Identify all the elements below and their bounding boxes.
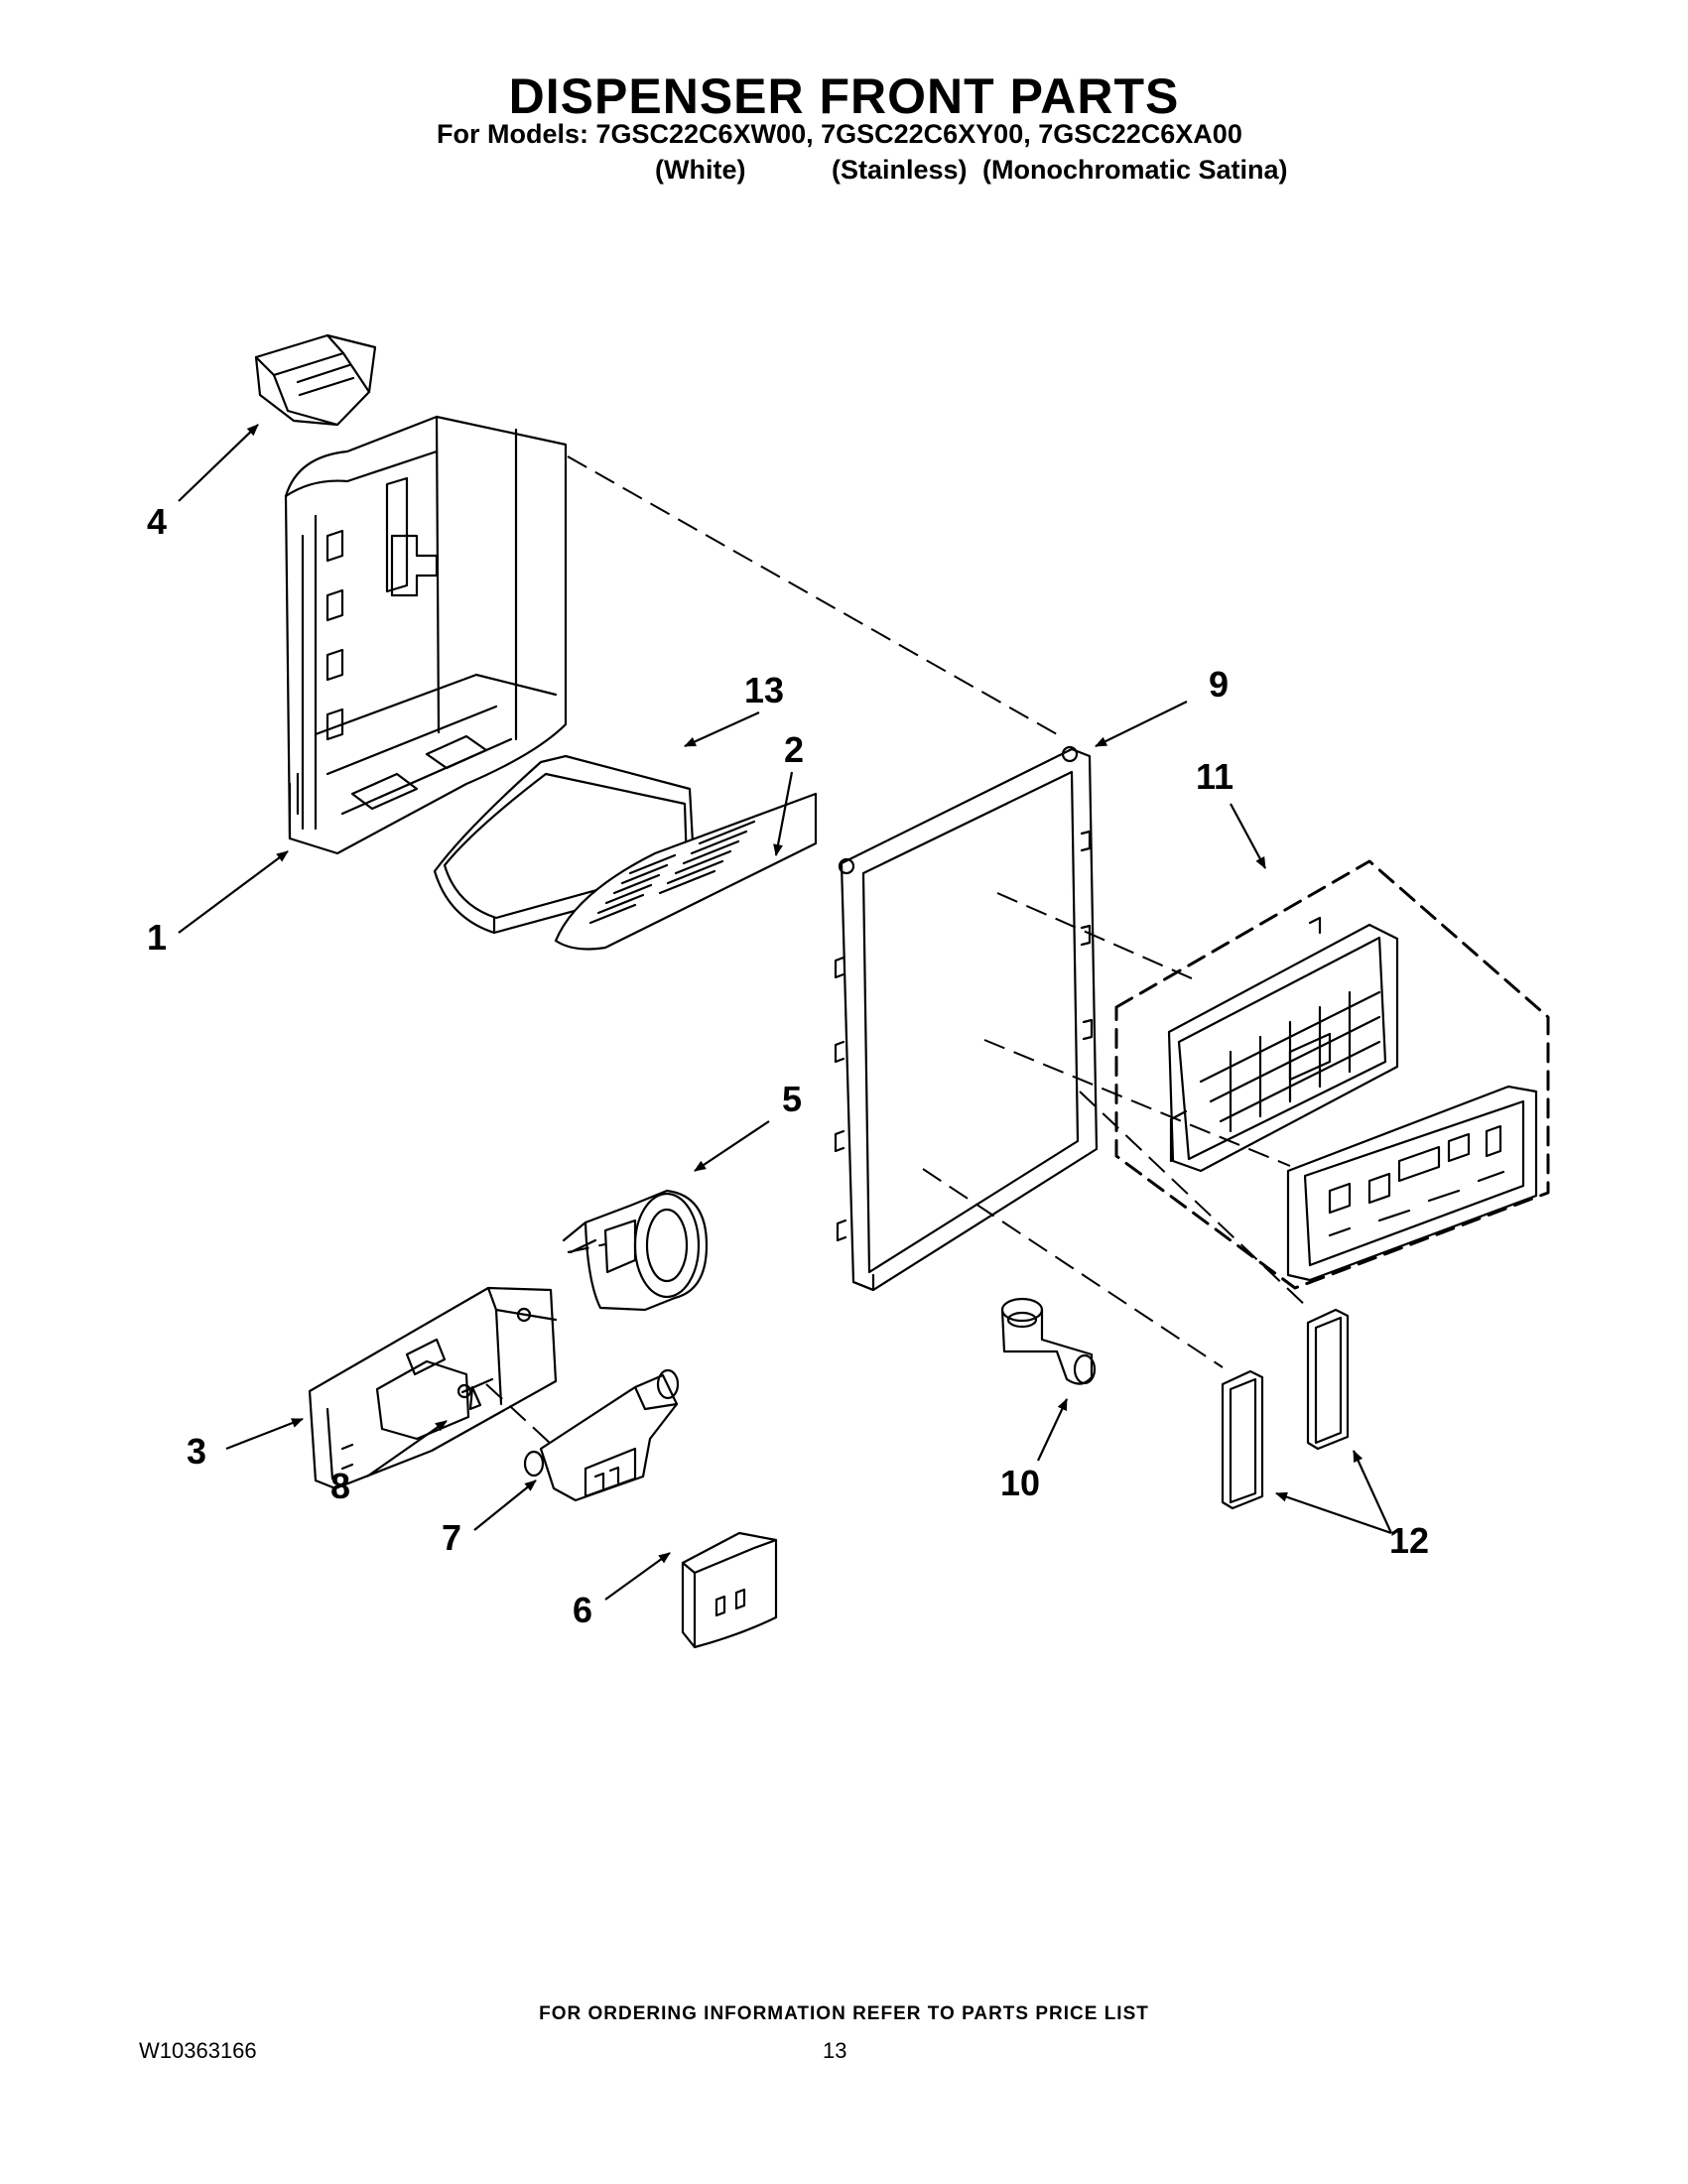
part-3-actuator-housing — [308, 1286, 558, 1490]
callout-3: 3 — [187, 1431, 206, 1472]
callout-1: 1 — [147, 917, 167, 958]
variant-white: (White) — [655, 155, 746, 185]
callout-7: 7 — [442, 1517, 461, 1558]
part-6-button-pad — [681, 1531, 778, 1649]
variant-stainless: (Stainless) — [832, 155, 968, 185]
part-12-bezel-pads — [1221, 1308, 1350, 1510]
callout-5: 5 — [782, 1079, 802, 1119]
callout-9: 9 — [1209, 664, 1229, 705]
callout-10: 10 — [1000, 1463, 1040, 1503]
page-title: DISPENSER FRONT PARTS — [508, 68, 1180, 124]
part-10-elbow-fitting — [1000, 1297, 1097, 1385]
callout-4: 4 — [147, 501, 167, 542]
models-line: For Models: 7GSC22C6XW00, 7GSC22C6XY00, … — [437, 119, 1242, 149]
callout-11: 11 — [1196, 756, 1234, 797]
callout-numbers: 4 1 13 2 9 11 5 3 8 7 6 10 12 — [147, 501, 1429, 1630]
part-11-control-assembly — [1114, 859, 1550, 1290]
variant-monochromatic-satina: (Monochromatic Satina) — [982, 155, 1288, 185]
part-8-screw — [456, 1377, 494, 1411]
part-5-motor — [562, 1189, 709, 1312]
callout-8: 8 — [330, 1466, 350, 1506]
ordering-info-note: FOR ORDERING INFORMATION REFER TO PARTS … — [539, 2003, 1149, 2024]
callout-2: 2 — [784, 729, 804, 770]
document-number: W10363166 — [139, 2038, 257, 2063]
callout-6: 6 — [573, 1590, 592, 1630]
part-9-frame — [834, 745, 1099, 1292]
part-1-chute-housing — [284, 415, 568, 855]
part-7-lever-switch — [523, 1368, 680, 1502]
part-4-funnel — [254, 333, 377, 427]
callout-12: 12 — [1389, 1520, 1429, 1561]
alignment-lines — [485, 455, 1309, 1445]
page-number: 13 — [823, 2038, 847, 2063]
callout-13: 13 — [744, 670, 784, 710]
leader-arrows — [178, 424, 1393, 1601]
part-2-drip-grille — [554, 792, 818, 951]
